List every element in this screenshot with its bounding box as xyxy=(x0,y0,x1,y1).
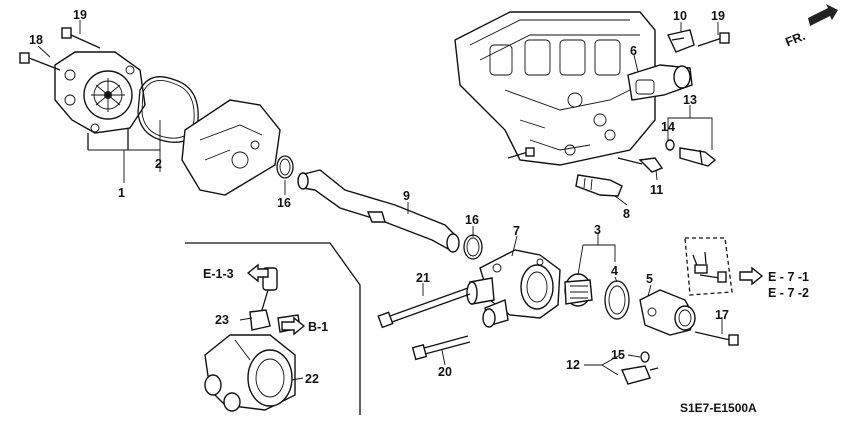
callout-15: 15 xyxy=(611,348,625,362)
callout-22: 22 xyxy=(305,372,319,386)
ref-e71: E - 7 -1 xyxy=(768,270,809,284)
engine-housing-fragment xyxy=(181,99,281,196)
callout-4: 4 xyxy=(611,264,618,278)
callout-14: 14 xyxy=(661,120,675,134)
part-21-bolt xyxy=(377,287,471,329)
callout-16-lower: 16 xyxy=(465,213,479,227)
part-16-oring-upper xyxy=(276,155,294,179)
callout-19-left: 19 xyxy=(73,8,87,22)
part-8-stud xyxy=(575,174,623,197)
arrow-b1 xyxy=(281,316,306,336)
part-2-gasket xyxy=(137,76,199,143)
callout-13: 13 xyxy=(683,93,697,107)
fr-direction-label: FR. xyxy=(783,29,807,50)
engine-block-illustration xyxy=(454,11,656,166)
part-18-bolt xyxy=(19,52,61,71)
callout-7: 7 xyxy=(513,224,520,238)
part-3-thermostat xyxy=(564,273,593,307)
callout-labels: 1 2 3 4 5 6 7 8 9 10 11 12 13 14 15 16 1… xyxy=(29,8,729,386)
callout-8: 8 xyxy=(623,207,630,221)
fr-direction-arrow xyxy=(808,4,838,26)
arrow-e13 xyxy=(246,263,269,283)
ref-e72: E - 7 -2 xyxy=(768,286,809,300)
ref-e13: E-1-3 xyxy=(203,267,234,281)
inset-panel xyxy=(185,242,361,415)
callout-3: 3 xyxy=(594,223,601,237)
callout-23: 23 xyxy=(215,313,229,327)
part-11-sensor xyxy=(617,157,664,173)
callout-2: 2 xyxy=(155,157,162,171)
part-16-oring-lower xyxy=(463,234,483,260)
callout-16-upper: 16 xyxy=(277,196,291,210)
reference-labels: E-1-3 B-1 E - 7 -1 E - 7 -2 FR. S1E7-E15… xyxy=(203,29,809,415)
callout-9: 9 xyxy=(403,189,410,203)
part-6-water-outlet xyxy=(627,64,693,101)
callout-6: 6 xyxy=(630,44,637,58)
callout-17: 17 xyxy=(715,308,729,322)
part-4-gasket xyxy=(604,280,630,320)
part-1-water-pump xyxy=(54,51,146,150)
part-10-bracket xyxy=(666,29,695,53)
callout-21: 21 xyxy=(416,271,430,285)
part-9-water-pipe xyxy=(297,169,460,253)
callout-5: 5 xyxy=(646,272,653,286)
part-7-thermostat-housing xyxy=(466,249,561,328)
arrow-e7 xyxy=(739,266,764,286)
part-13-sensor xyxy=(665,139,717,167)
callout-11: 11 xyxy=(650,183,663,197)
connector-harness xyxy=(684,237,733,296)
part-19-bolt-right xyxy=(697,32,730,47)
part-12-temp-sensor xyxy=(621,351,659,385)
ref-b1: B-1 xyxy=(308,320,328,334)
callout-19-right: 19 xyxy=(711,9,725,23)
diagram-code: S1E7-E1500A xyxy=(680,401,757,415)
part-5-water-inlet xyxy=(639,289,696,336)
callout-18: 18 xyxy=(29,33,43,47)
callout-1: 1 xyxy=(118,186,125,200)
leader-lines xyxy=(37,20,723,381)
part-17-bolt xyxy=(694,331,739,346)
part-19-bolt-left xyxy=(61,27,101,49)
part-22-inlet-inset xyxy=(204,334,296,412)
part-20-bolt xyxy=(411,335,471,361)
callout-10: 10 xyxy=(673,9,687,23)
callout-20: 20 xyxy=(438,365,452,379)
callout-12: 12 xyxy=(566,358,580,372)
